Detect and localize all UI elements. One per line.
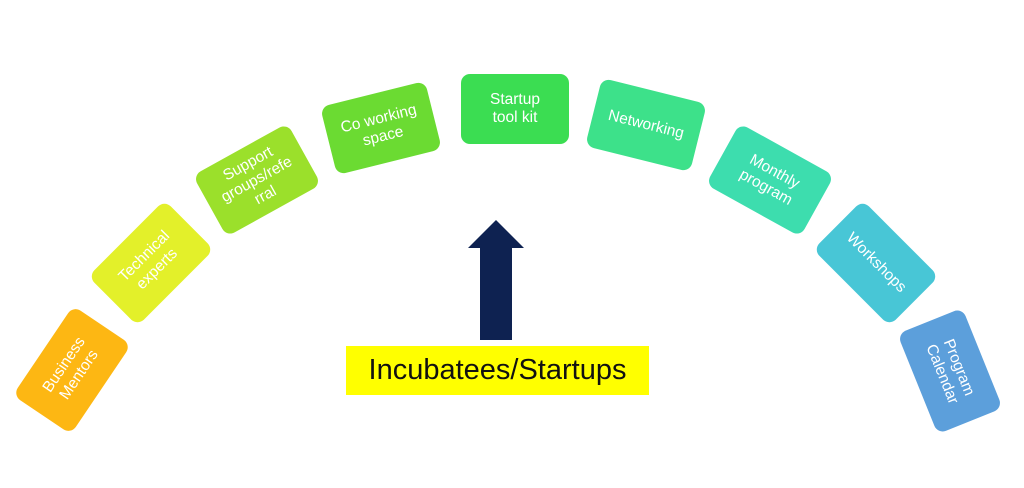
arc-box-label: Support groups/refe rral (218, 143, 296, 209)
arc-box-label: Startup tool kit (490, 91, 540, 126)
up-arrow-icon (468, 220, 524, 340)
arc-box-label: Technical experts (115, 227, 181, 293)
incubatees-caption: Incubatees/Startups (346, 346, 649, 395)
arc-box-program-calendar: Program Calendar (897, 307, 1003, 435)
arc-box-label: Workshops (843, 229, 910, 296)
arc-box-business-mentors: Business Mentors (12, 305, 132, 435)
arc-box-workshops: Workshops (813, 200, 939, 326)
arc-box-co-working-space: Co working space (320, 80, 442, 176)
arc-box-monthly-program: Monthly program (705, 123, 835, 237)
arc-box-label: Business Mentors (39, 333, 102, 403)
arc-box-startup-tool-kit: Startup tool kit (461, 74, 569, 144)
arc-box-label: Co working space (339, 101, 419, 150)
arc-box-label: Monthly program (736, 151, 803, 209)
arc-box-label: Networking (606, 106, 686, 143)
arc-box-networking: Networking (585, 77, 707, 173)
arc-box-support-groups: Support groups/refe rral (192, 123, 322, 237)
arc-box-label: Program Calendar (922, 336, 978, 407)
arc-box-technical-experts: Technical experts (88, 200, 214, 326)
caption-text: Incubatees/Startups (368, 354, 627, 386)
